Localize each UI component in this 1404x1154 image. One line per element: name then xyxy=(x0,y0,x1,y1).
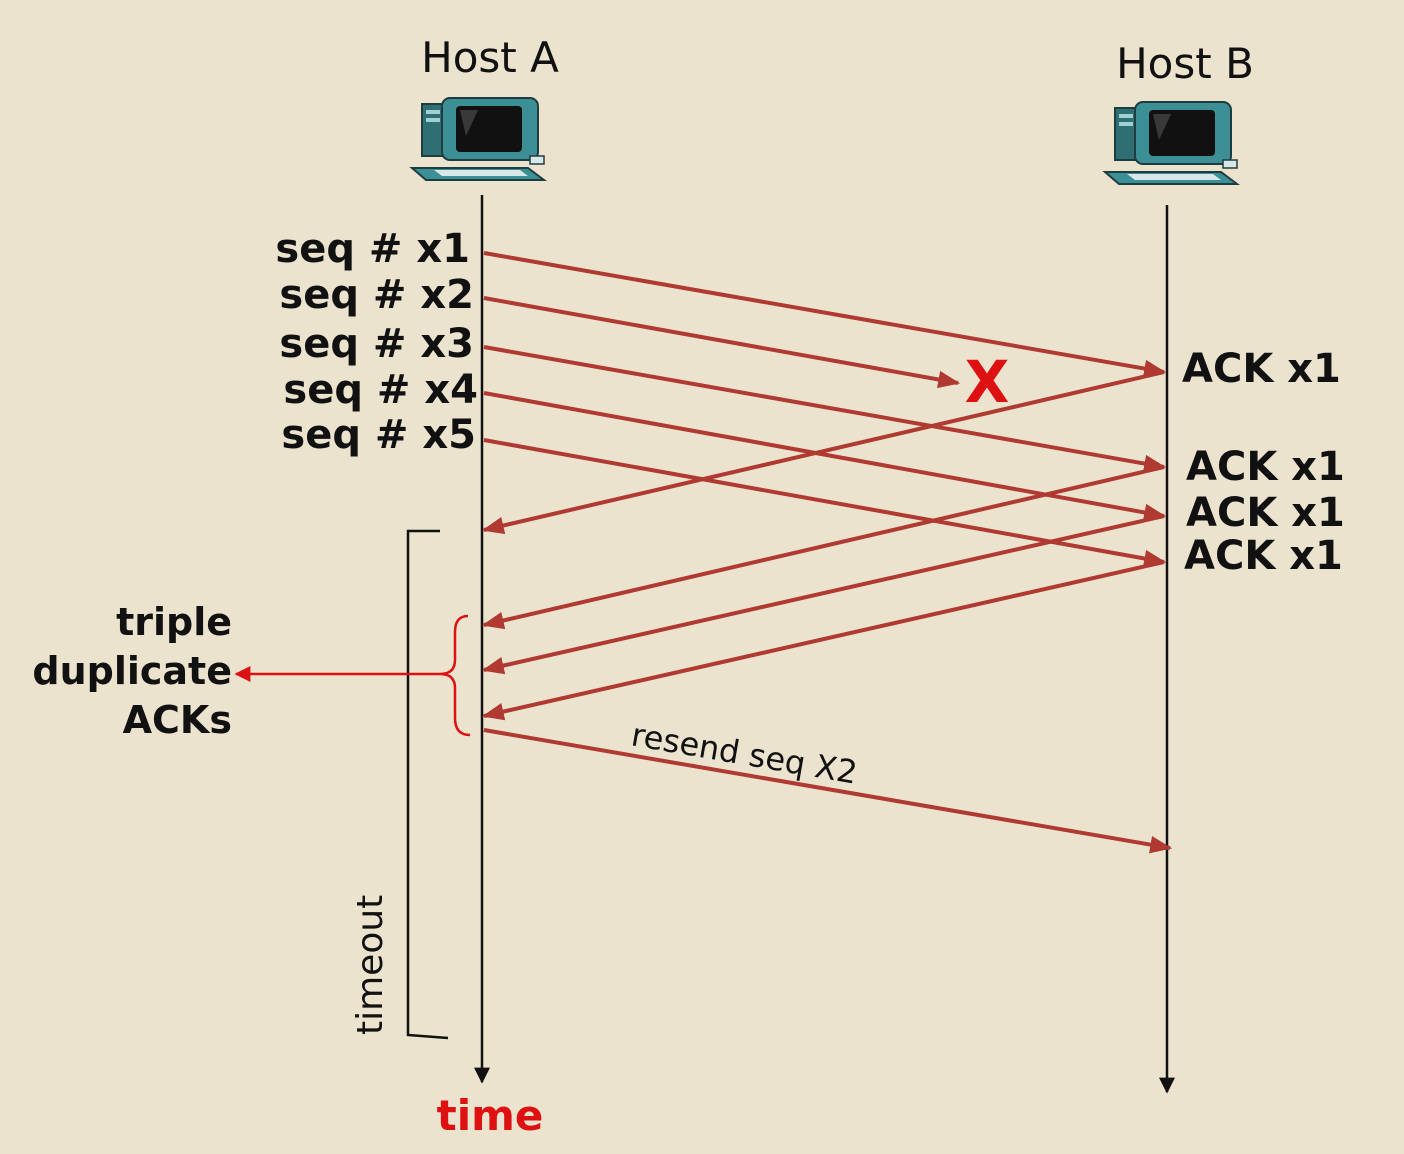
ack-arrow-3 xyxy=(481,514,1165,675)
host-b-label: Host B xyxy=(1116,39,1254,88)
ack-arrow-4 xyxy=(481,560,1165,721)
segment-label: seq # x1 xyxy=(275,226,470,272)
triple-label-line3: ACKs xyxy=(123,698,232,742)
segment-label: seq # x2 xyxy=(279,272,474,318)
ack-label: ACK x1 xyxy=(1186,444,1345,490)
ack-label: ACK x1 xyxy=(1184,533,1343,579)
ack-label: ACK x1 xyxy=(1186,490,1345,536)
resend-label: resend seq X2 xyxy=(629,715,861,791)
triple-label-line1: triple xyxy=(116,600,232,644)
computer-icon xyxy=(411,97,545,181)
loss-mark: X xyxy=(965,348,1010,416)
segment-label: seq # x5 xyxy=(281,412,476,458)
ack-arrow-2 xyxy=(481,465,1165,630)
host-a-label: Host A xyxy=(421,33,559,82)
segment-arrow-x3 xyxy=(483,345,1167,473)
segment-arrow-x1 xyxy=(483,251,1167,378)
timeout-bracket xyxy=(406,529,449,1040)
ack-arrow-1 xyxy=(481,370,1165,535)
resend-arrow xyxy=(483,728,1173,854)
ack-label: ACK x1 xyxy=(1182,346,1341,392)
computer-icon xyxy=(1104,101,1238,185)
segment-arrow-x4 xyxy=(483,391,1167,522)
segment-arrow-x2-lost xyxy=(483,296,961,389)
segment-label: seq # x3 xyxy=(279,321,474,367)
segment-label: seq # x4 xyxy=(283,367,478,413)
triple-label-line2: duplicate xyxy=(32,649,232,693)
triple-ack-brace xyxy=(439,614,471,737)
time-label: time xyxy=(437,1091,544,1140)
segment-arrow-x5 xyxy=(483,438,1167,568)
timeout-label: timeout xyxy=(350,895,391,1035)
